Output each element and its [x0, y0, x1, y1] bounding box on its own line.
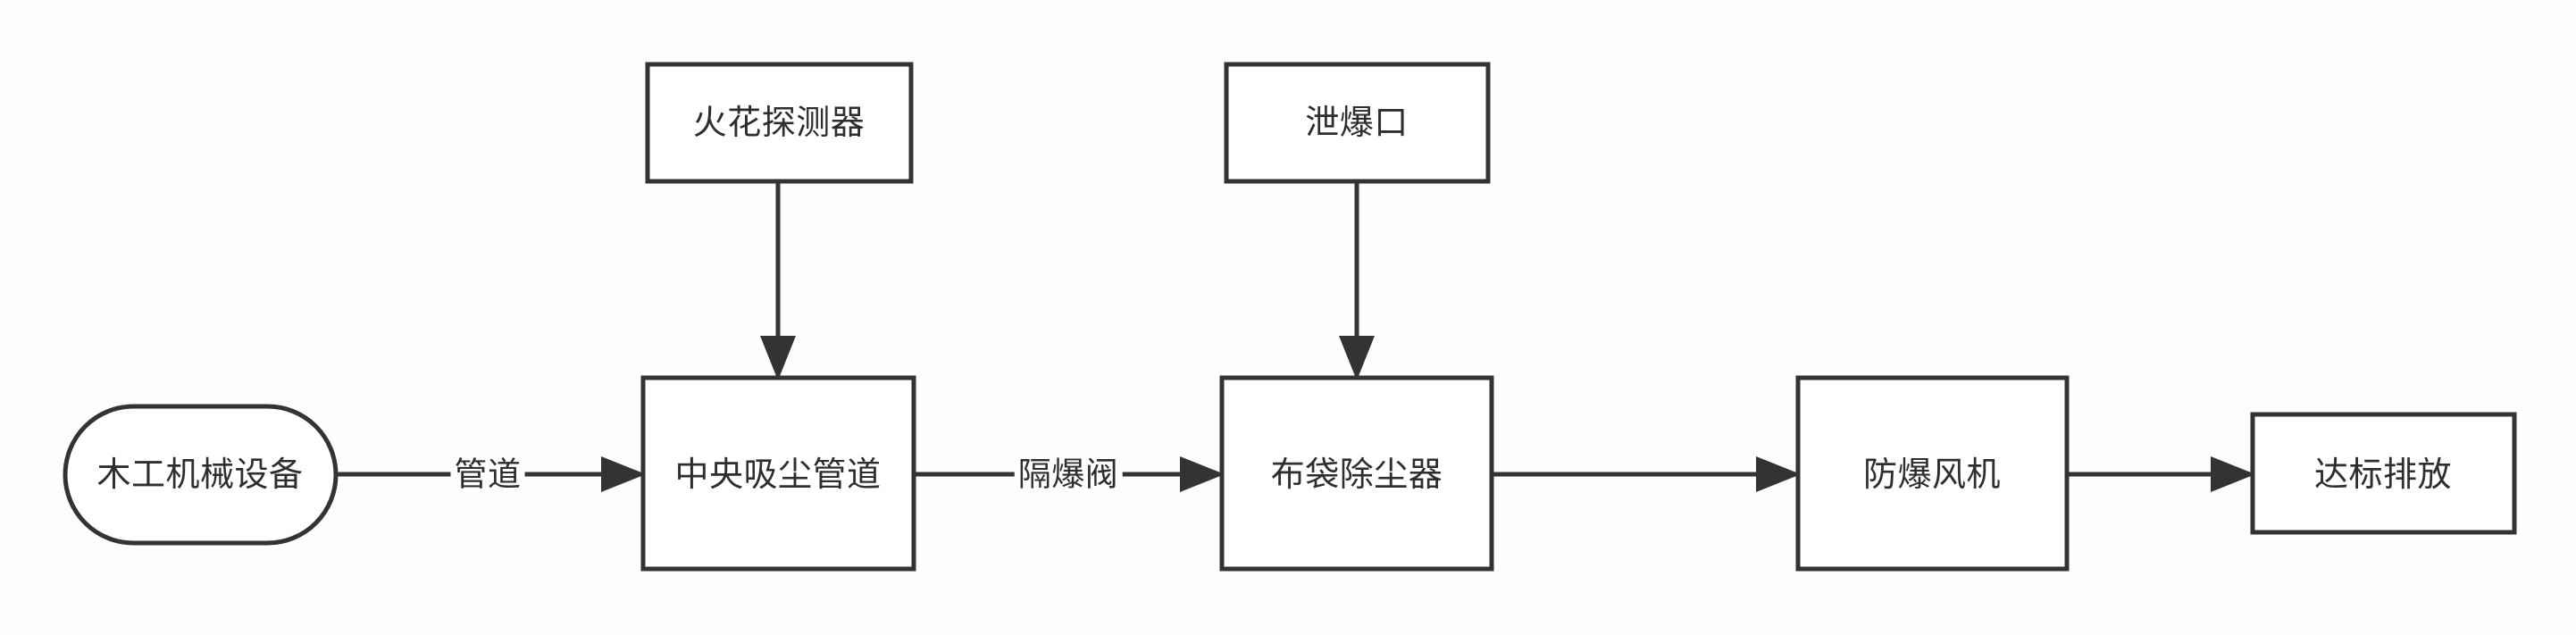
- node-label-bag-filter-collector: 布袋除尘器: [1270, 455, 1443, 494]
- node-label-explosion-proof-fan: 防爆风机: [1862, 455, 2002, 494]
- node-label-explosion-vent: 泄爆口: [1305, 103, 1409, 142]
- node-bag-filter-collector[interactable]: [1219, 375, 1494, 572]
- node-label-central-suction-duct: 中央吸尘管道: [674, 455, 882, 494]
- node-woodworking-equipment[interactable]: [63, 404, 339, 546]
- node-compliant-emission[interactable]: [2250, 412, 2517, 535]
- node-explosion-proof-fan[interactable]: [1795, 375, 2070, 572]
- edge-label-woodworking-equipment-to-central-suction-duct: 管道: [450, 455, 525, 493]
- node-central-suction-duct[interactable]: [640, 375, 916, 572]
- node-label-spark-detector: 火花探测器: [692, 103, 866, 142]
- node-spark-detector[interactable]: [645, 62, 914, 184]
- edges-group: [336, 181, 2256, 492]
- node-label-woodworking-equipment: 木工机械设备: [96, 455, 304, 494]
- edge-label-central-suction-duct-to-bag-filter-collector: 隔爆阀: [1014, 455, 1123, 493]
- node-explosion-vent[interactable]: [1224, 62, 1491, 184]
- node-label-compliant-emission: 达标排放: [2313, 455, 2453, 494]
- nodes-group: [63, 62, 2517, 572]
